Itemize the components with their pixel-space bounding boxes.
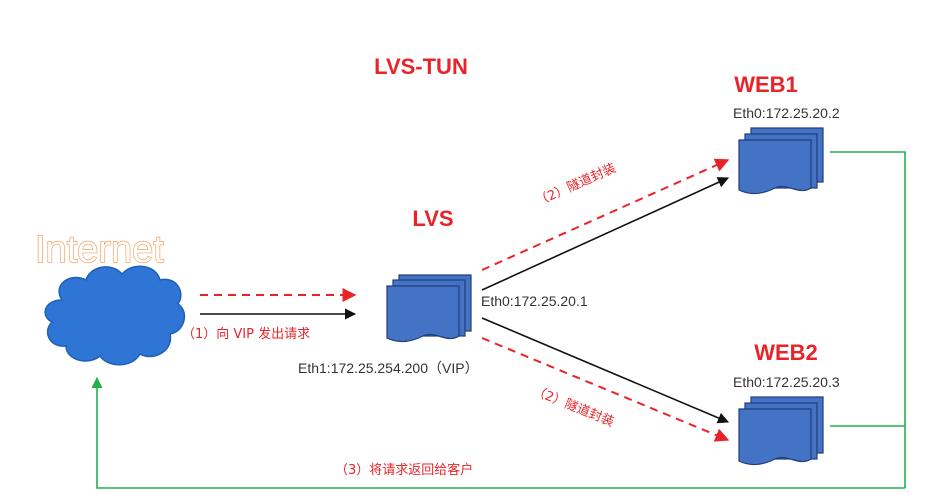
web1-label: WEB1: [734, 72, 798, 97]
lvs-eth0-label: Eth0:172.25.20.1: [481, 293, 588, 309]
tunnel-web1-dashed-arrow: [481, 158, 730, 271]
web2-server-icon: [738, 396, 824, 466]
diagram-title: LVS-TUN: [374, 54, 468, 79]
tunnel-web2-solid-arrow: [481, 317, 730, 424]
return-path-arrow: [91, 151, 906, 489]
internet-cloud-icon: [44, 265, 186, 366]
step3-label: （3）将请求返回给客户: [335, 462, 473, 478]
step2-web1-label: （2）隧道封装: [533, 160, 618, 210]
tunnel-web2-dashed-arrow: [481, 337, 730, 442]
web2-eth0-label: Eth0:172.25.20.3: [733, 374, 840, 390]
internet-label: Internet: [35, 229, 164, 271]
web1-server-icon: [738, 127, 824, 195]
web1-eth0-label: Eth0:172.25.20.2: [733, 105, 840, 121]
lvs-server-icon: [386, 274, 472, 343]
step1-label: （1）向 VIP 发出请求: [182, 326, 310, 342]
step2-web2-label: （2）隧道封装: [531, 383, 617, 430]
web2-label: WEB2: [754, 340, 818, 365]
tunnel-web1-solid-arrow: [481, 177, 730, 291]
lvs-label: LVS: [412, 206, 453, 231]
lvs-eth1-label: Eth1:172.25.254.200（VIP）: [298, 360, 479, 376]
